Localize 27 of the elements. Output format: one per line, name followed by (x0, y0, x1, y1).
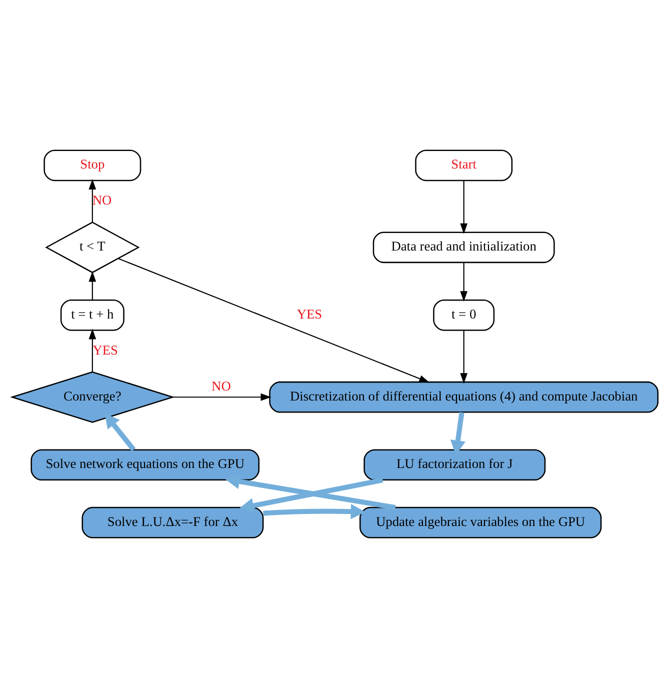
arrow (88, 178, 96, 222)
arrow (239, 478, 384, 514)
node-box: t = t + h (60, 299, 124, 331)
node-box: t = 0 (433, 299, 495, 331)
arrow (450, 412, 466, 456)
arrow (263, 504, 366, 520)
arrow (460, 330, 468, 384)
node-box: Discretization of differential equations (4) and compute Jacobian (269, 381, 659, 413)
node-box: Data read and initialization (372, 232, 555, 264)
arrow (172, 393, 272, 401)
arrow (88, 271, 96, 300)
node-box: Solve network equations on the GPU (30, 449, 260, 481)
arrow (460, 262, 468, 302)
node-box: LU factorization for J (364, 449, 546, 481)
arrow (104, 413, 136, 452)
arrow (118, 258, 430, 383)
edge-label: YES (92, 342, 118, 358)
edge-label: NO (212, 378, 231, 394)
node-box: Solve L.U.Δx=-F for Δx (82, 506, 264, 538)
edge-label: YES (296, 306, 322, 322)
arrow (88, 328, 96, 372)
node-box: Start (415, 150, 513, 182)
node-box: Update algebraic variables on the GPU (359, 506, 602, 538)
arrow (460, 180, 468, 234)
node-box: Stop (44, 150, 142, 182)
node-diamond: t < T (45, 222, 140, 274)
node-diamond: Converge? (10, 371, 175, 423)
